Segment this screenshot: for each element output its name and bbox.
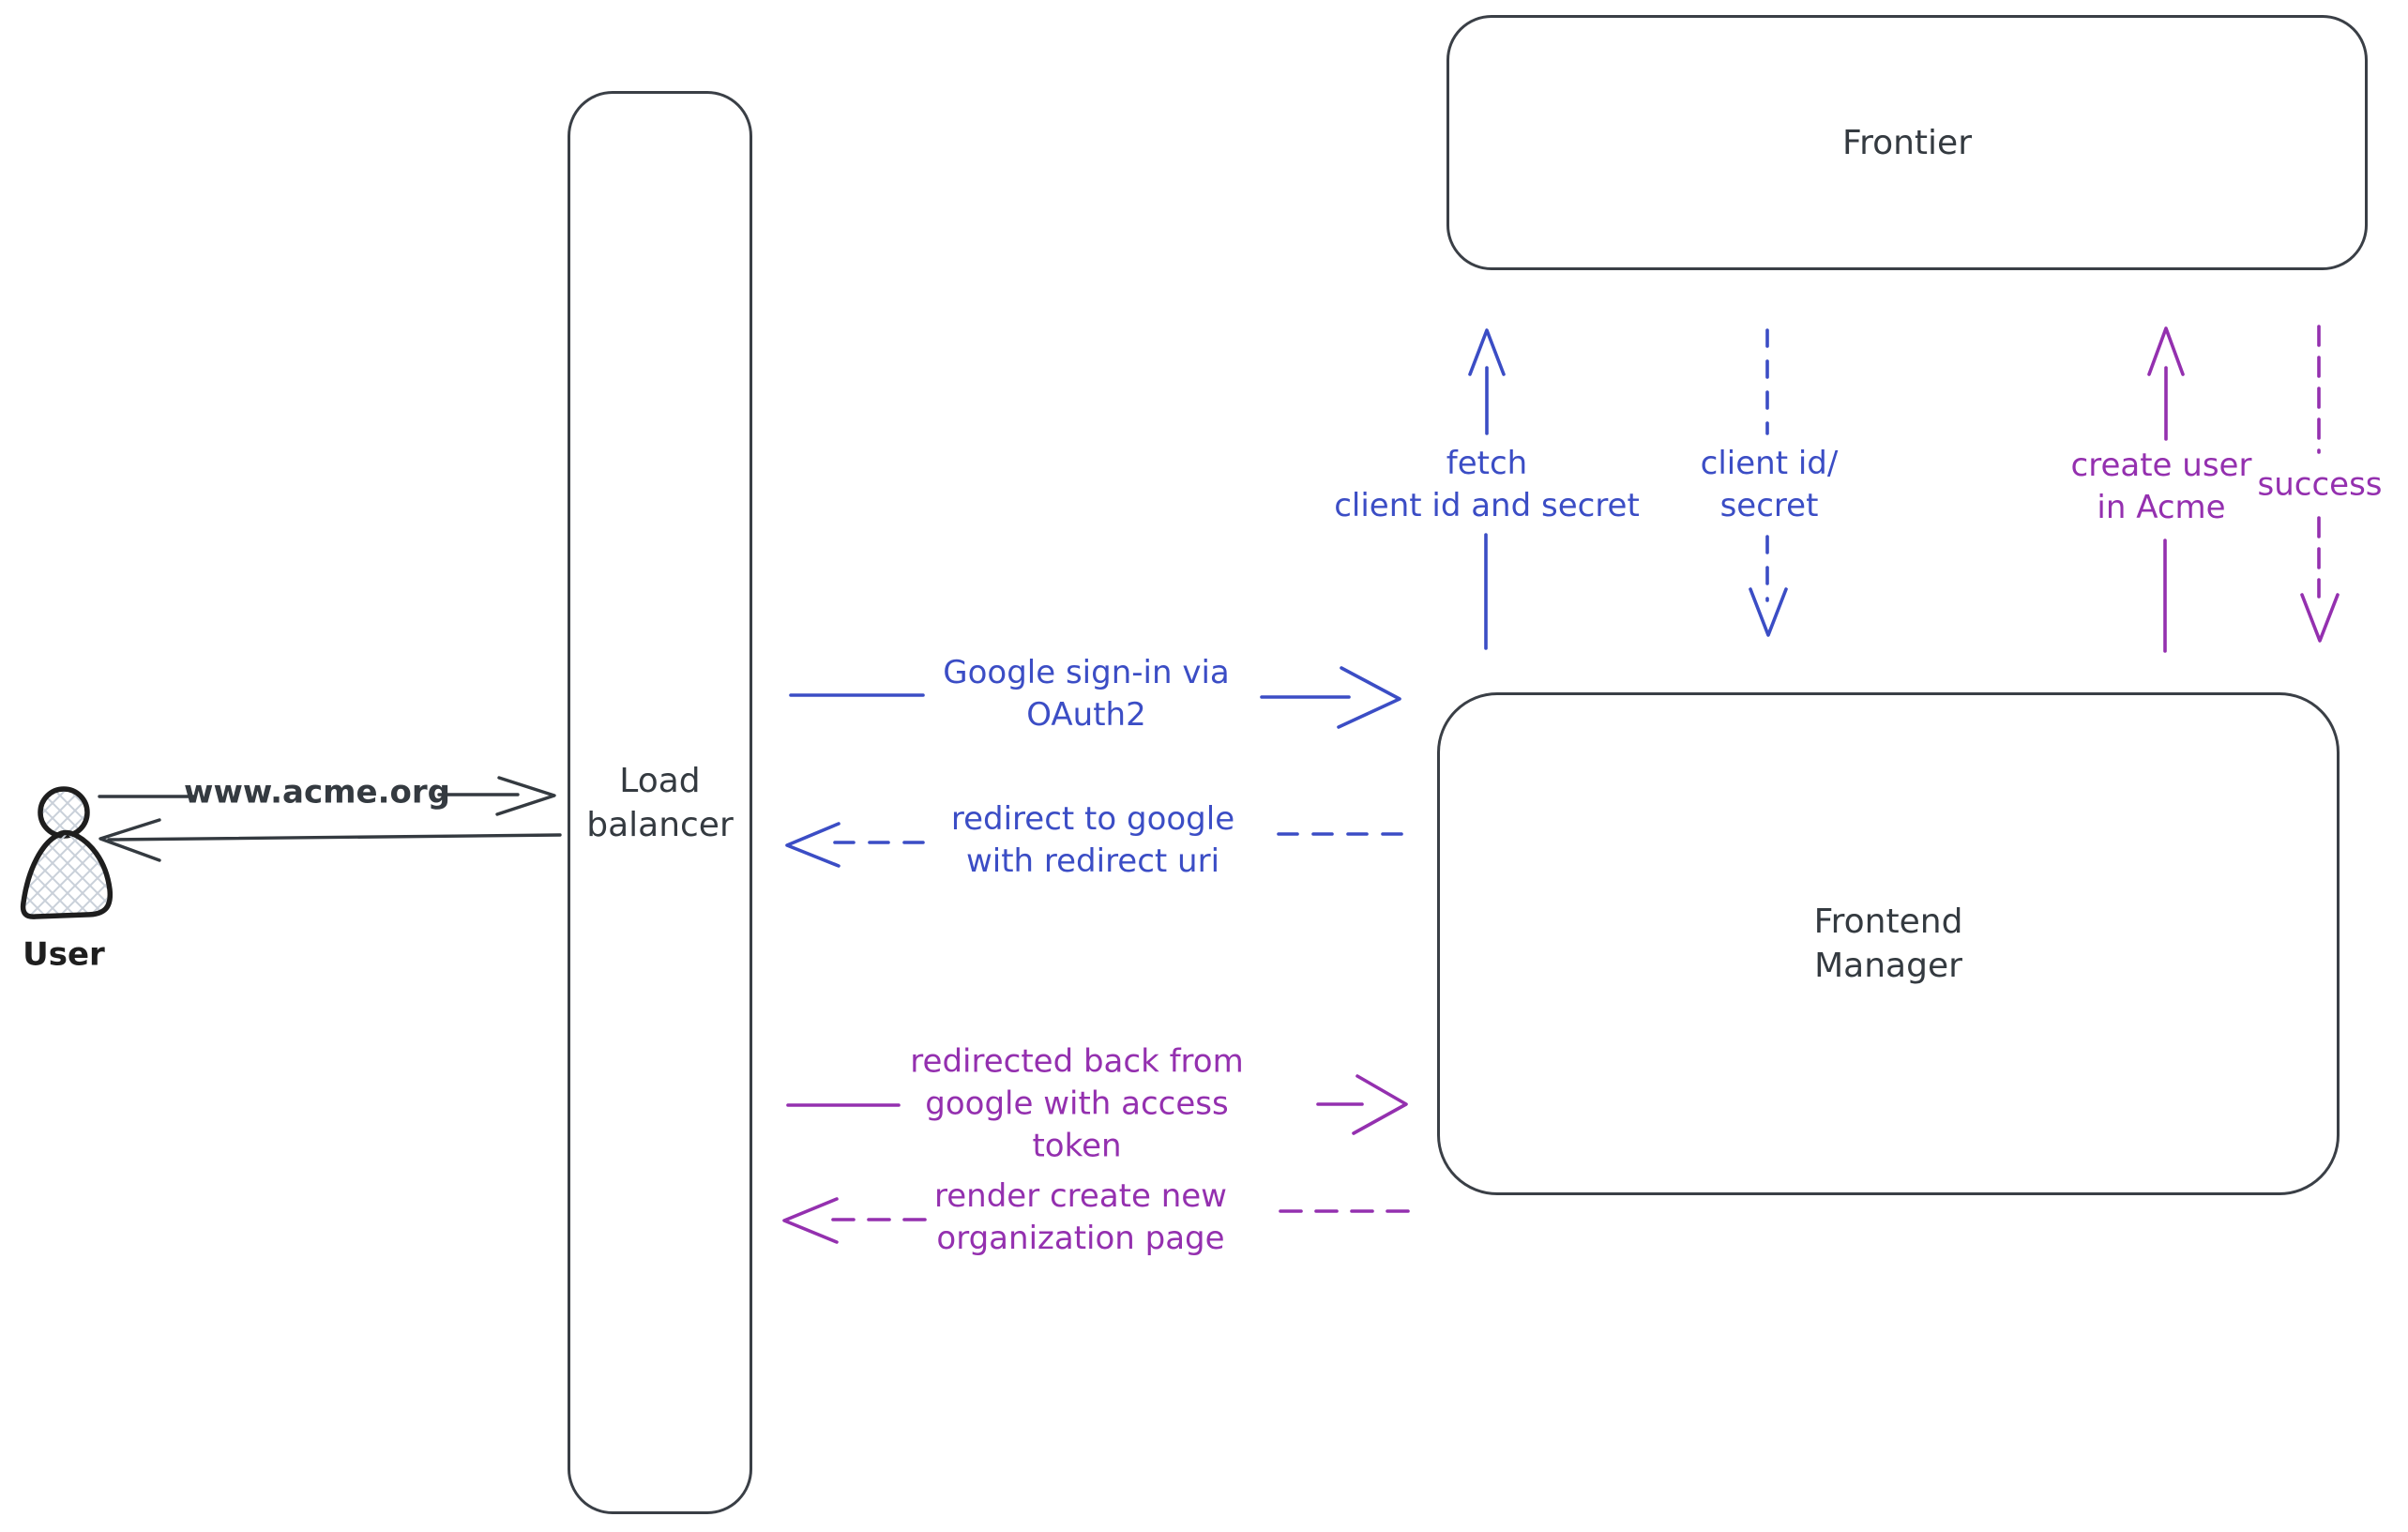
arrow-google-signin [789,666,1401,729]
arrow-client-id-secret [1749,328,1788,637]
frontend-manager-box: Frontend Manager [1437,692,2340,1195]
label-create-user: create user in Acme [2071,445,2252,529]
label-fetch-line2: client id and secret [1334,487,1640,524]
frontend-manager-label-line1: Frontend [1813,903,1963,941]
arrow-fetch-client [1468,328,1506,650]
user-figure-icon [20,786,114,919]
label-create-user-line1: create user [2070,447,2252,484]
label-redirect-line2: with redirect uri [965,842,1220,880]
load-balancer-box: Load balancer [568,91,752,1514]
label-redirect-to-google: redirect to google with redirect uri [951,798,1234,883]
arrow-client-id-head [1749,587,1788,637]
frontier-label-line: Frontier [1841,123,1972,162]
arrow-render-head [782,1197,839,1244]
label-fetch-client: fetch client id and secret [1334,443,1640,527]
load-balancer-label-line2: balancer [586,805,734,844]
arrow-create-user-head [2147,326,2185,376]
frontend-manager-label-line2: Manager [1814,947,1962,985]
label-fetch-line1: fetch [1446,445,1528,482]
label-client-id-secret: client id/ secret [1701,443,1839,527]
arrow-redirected-back [786,1074,1408,1135]
label-client-id-line2: secret [1719,487,1819,524]
arrow-www-acme-head [495,776,556,816]
arrow-create-user [2147,326,2185,653]
arrow-return-head [98,818,161,862]
label-redirected-back-line3: token [1032,1127,1122,1165]
label-create-user-line2: in Acme [2097,489,2226,526]
arrow-www-acme [98,776,556,816]
label-google-signin: Google sign-in via OAuth2 [943,652,1229,736]
arrow-success [2300,325,2340,643]
label-www-acme-line: www.acme.org [184,773,450,812]
arrow-redirect-to-google [785,822,1403,868]
label-success-line: success [2257,465,2383,504]
label-render-line1: render create new [934,1177,1227,1215]
user-body [20,829,114,919]
frontend-manager-label: Frontend Manager [1814,900,1963,988]
user-label: User [23,934,105,977]
load-balancer-label-line1: Load [619,761,701,800]
label-google-signin-line1: Google sign-in via [943,654,1230,691]
label-render-org-page: render create new organization page [934,1176,1227,1260]
label-render-line2: organization page [936,1220,1225,1257]
label-redirected-back-line1: redirected back from [910,1042,1244,1081]
user-head [38,786,90,839]
arrow-redirect-head [785,822,841,868]
frontier-box: Frontier [1446,15,2368,270]
arrow-fetch-head [1468,328,1506,376]
arrow-redirected-back-head [1352,1074,1408,1135]
label-redirected-back: redirected back from google with access … [910,1041,1243,1168]
arrow-success-head [2300,593,2340,643]
label-success: success [2258,464,2383,507]
arrow-return-shaft [107,833,562,842]
arrow-return-to-user [98,818,562,862]
label-redirected-back-line2: google with access [925,1085,1229,1123]
user-label-line: User [23,935,105,974]
load-balancer-label: Load balancer [586,759,734,847]
arrow-render-org-page [782,1197,1410,1244]
label-redirect-line1: redirect to google [950,800,1235,838]
label-www-acme: www.acme.org [184,772,450,814]
arrow-google-signin-head [1337,666,1401,729]
label-client-id-line1: client id/ [1700,445,1839,482]
label-google-signin-line2: OAuth2 [1026,696,1146,734]
frontier-label: Frontier [1842,121,1972,165]
